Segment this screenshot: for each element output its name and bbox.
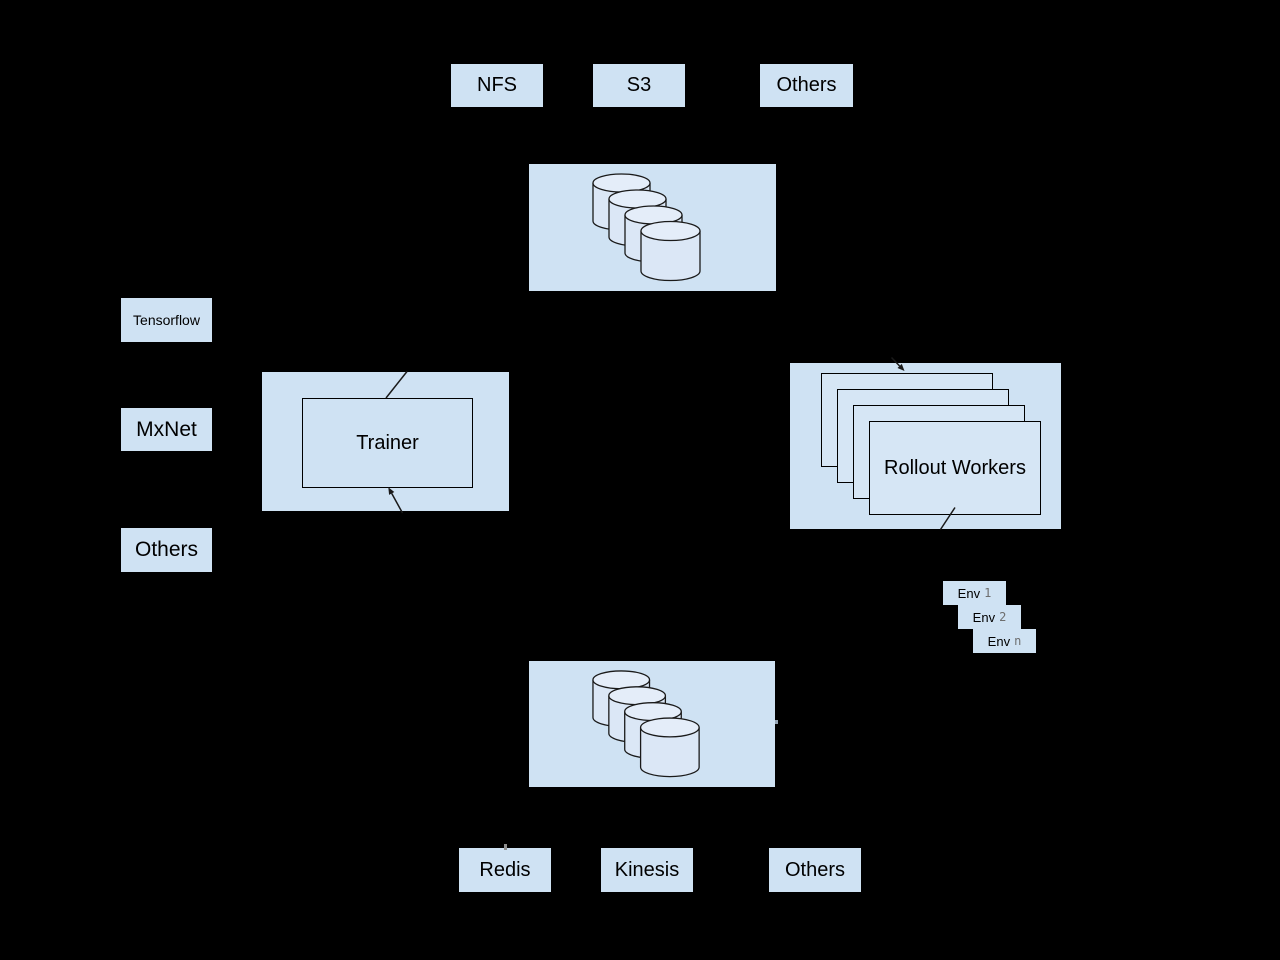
- rollout-workers-box: Rollout Workers: [869, 421, 1041, 515]
- framework-tensorflow: Tensorflow: [121, 298, 212, 342]
- rollout-workers-container: Rollout Workers: [790, 363, 1061, 529]
- memory-backend-label: Kinesis: [614, 858, 680, 881]
- storage-backend-others: Others: [760, 64, 853, 107]
- database-cylinders-icon: [529, 164, 776, 291]
- arrow-fragment-above-redis: [504, 844, 507, 850]
- env-box-1: Env 1: [943, 581, 1006, 605]
- env-index: n: [1014, 634, 1022, 648]
- framework-label: Tensorflow: [133, 312, 200, 328]
- env-index: 1: [984, 586, 992, 600]
- memory-backend-label: Redis: [479, 858, 531, 881]
- memory-backend-label: Others: [784, 858, 846, 881]
- env-box-n: Env n: [973, 629, 1036, 653]
- env-label: Env: [972, 609, 996, 625]
- memory-backend-others: Others: [769, 848, 861, 892]
- storage-backend-label: S3: [626, 74, 652, 96]
- rollout-workers-label: Rollout Workers: [884, 456, 1026, 479]
- arrow-fragment-datastore-edge: [775, 720, 778, 724]
- data-store-top: [529, 164, 776, 291]
- storage-backend-label: Others: [776, 74, 837, 96]
- framework-others: Others: [121, 528, 212, 572]
- trainer-box: Trainer: [302, 398, 473, 488]
- env-index: 2: [999, 610, 1007, 624]
- storage-backend-s3: S3: [593, 64, 685, 107]
- env-label: Env: [987, 633, 1011, 649]
- memory-backend-redis: Redis: [459, 848, 551, 892]
- env-box-2: Env 2: [958, 605, 1021, 629]
- database-cylinders-icon: [529, 661, 775, 787]
- framework-label: Others: [134, 538, 199, 561]
- framework-mxnet: MxNet: [121, 408, 212, 451]
- storage-backend-nfs: NFS: [451, 64, 543, 107]
- trainer-label: Trainer: [356, 431, 419, 454]
- trainer-container: Trainer: [262, 372, 509, 511]
- memory-backend-kinesis: Kinesis: [601, 848, 693, 892]
- data-store-bottom: [529, 661, 775, 787]
- framework-label: MxNet: [136, 417, 197, 441]
- env-label: Env: [957, 585, 981, 601]
- storage-backend-label: NFS: [477, 74, 517, 96]
